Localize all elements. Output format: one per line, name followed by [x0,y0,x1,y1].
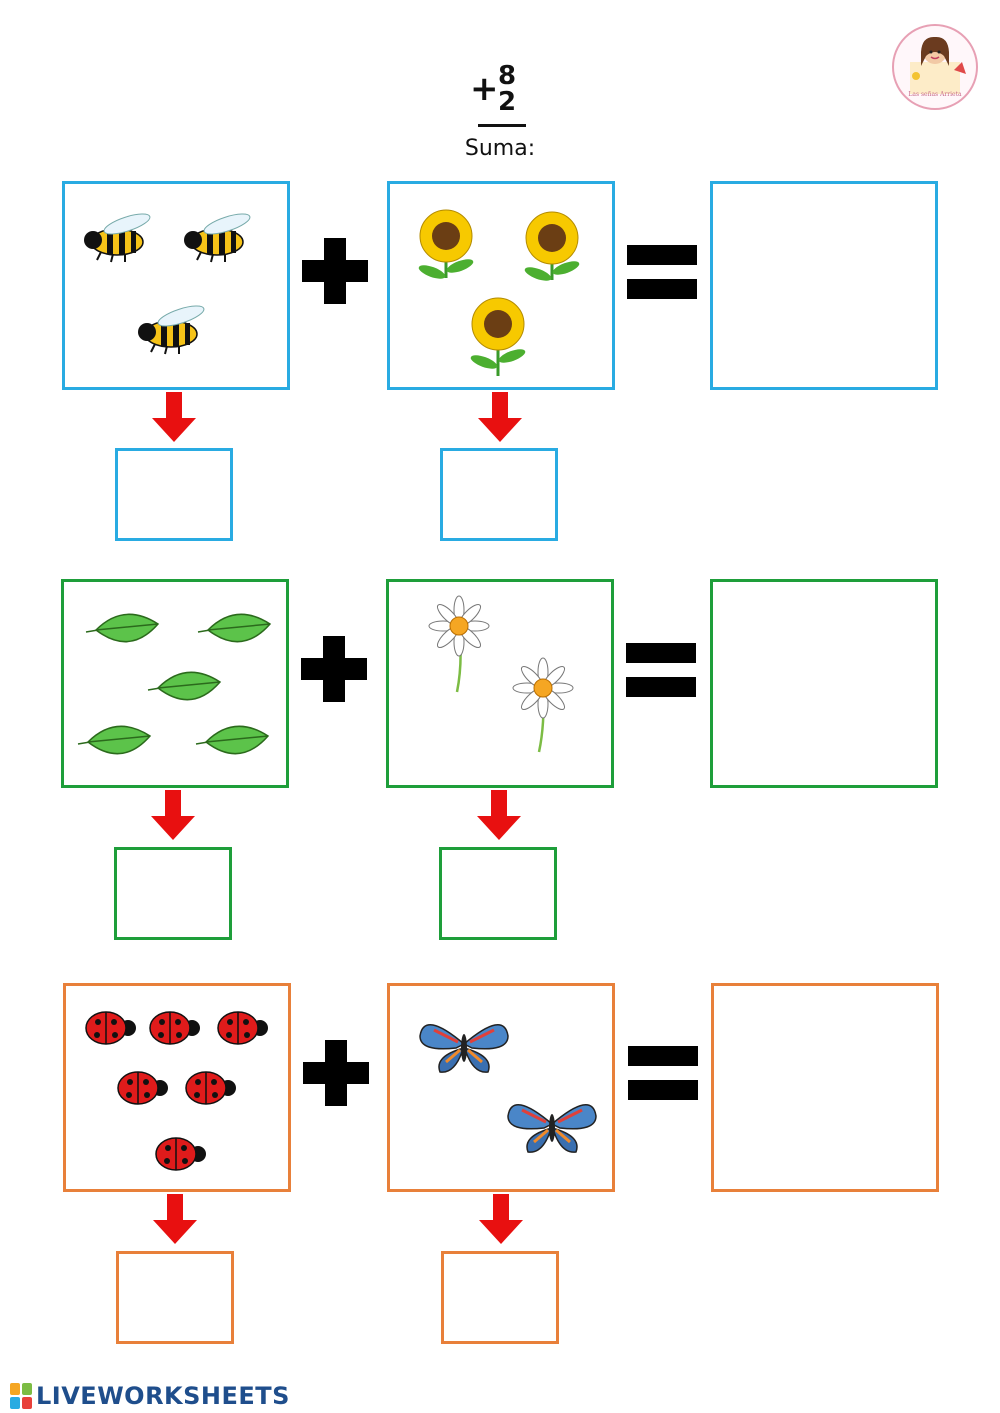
daisies-box [386,579,614,788]
daisy-icon [428,595,490,693]
sum-line [478,124,526,127]
daisy-icon [512,657,574,753]
ladybug-icon [217,1011,268,1045]
plus-sign: + [470,69,499,109]
plus-icon [303,1040,369,1106]
butterfly-icon [507,1103,597,1153]
plus-icon [301,636,367,702]
sunflower-icon [524,211,580,281]
leaf-icon [195,725,270,755]
sunflower-icon [470,297,526,376]
equals-icon [627,245,697,301]
butterflies-box [387,983,615,1192]
total-answer-box[interactable] [710,181,938,390]
total-answer-box[interactable] [710,579,938,788]
leaf-icon [197,613,272,643]
ladybug-icon [185,1071,236,1105]
butterfly-icon [419,1023,509,1073]
leaf-icon [77,725,152,755]
butterflies-count-box[interactable] [441,1251,559,1344]
equals-icon [628,1046,698,1102]
bees-count-box[interactable] [115,448,233,541]
teacher-avatar-logo: Las señas Arrieta [892,24,978,110]
addition-example: + 8 2 [460,62,540,132]
liveworksheets-logo[interactable]: LIVEWORKSHEETS [10,1381,290,1411]
bottom-number: 2 [498,87,517,117]
suma-label: Suma: [464,136,536,161]
ladybug-icon [155,1137,206,1171]
arrow-down-icon [478,392,522,442]
arrow-down-icon [151,790,195,840]
ladybug-icon [149,1011,200,1045]
bee-icon [84,213,151,263]
leaf-icon [85,613,160,643]
sunflowers-count-box[interactable] [440,448,558,541]
bee-icon [138,305,205,355]
plus-icon [302,238,368,304]
leaves-box [61,579,289,788]
top-number: 8 [498,61,517,91]
arrow-down-icon [479,1194,523,1244]
sunflower-icon [418,209,474,279]
ladybug-icon [117,1071,168,1105]
daisies-count-box[interactable] [439,847,557,940]
liveworksheets-icon [10,1383,32,1409]
logo-text: Las señas Arrieta [908,91,962,98]
total-answer-box[interactable] [711,983,939,1192]
sunflowers-box [387,181,615,390]
ladybugs-box [63,983,291,1192]
leaf-icon [147,671,222,701]
equals-icon [626,643,696,699]
avatar-icon [910,36,966,94]
arrow-down-icon [477,790,521,840]
arrow-down-icon [153,1194,197,1244]
arrow-down-icon [152,392,196,442]
bees-box [62,181,290,390]
footer-brand: LIVEWORKSHEETS [36,1382,290,1410]
ladybug-icon [85,1011,136,1045]
ladybugs-count-box[interactable] [116,1251,234,1344]
bee-icon [184,213,251,263]
leaves-count-box[interactable] [114,847,232,940]
